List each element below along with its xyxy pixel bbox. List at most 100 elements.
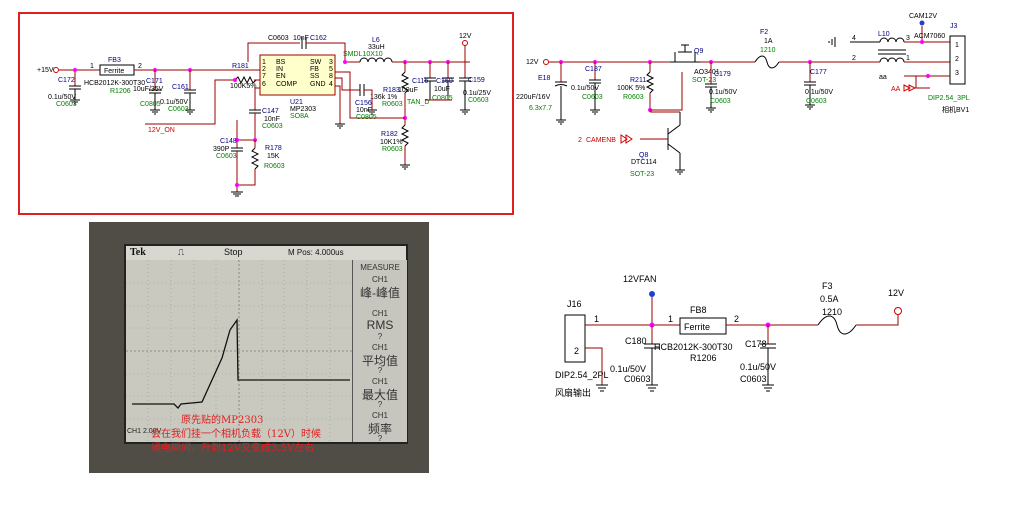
measure-value: ? — [377, 366, 383, 375]
svg-text:SMDL10X10: SMDL10X10 — [343, 51, 383, 58]
svg-text:100K5%: 100K5% — [230, 83, 256, 90]
svg-text:2: 2 — [734, 314, 739, 324]
svg-text:AO3401: AO3401 — [694, 69, 720, 76]
svg-text:C156: C156 — [355, 100, 372, 107]
svg-text:相机BV1: 相机BV1 — [942, 105, 969, 114]
ch1-waveform — [132, 317, 350, 409]
svg-text:0.1u/50V: 0.1u/50V — [160, 99, 188, 106]
svg-text:C177: C177 — [810, 69, 827, 76]
svg-text:1: 1 — [90, 63, 94, 70]
svg-text:15K: 15K — [267, 153, 280, 160]
svg-text:10nF: 10nF — [264, 116, 280, 123]
svg-text:10nF: 10nF — [293, 35, 309, 42]
svg-text:L6: L6 — [372, 37, 380, 44]
svg-text:AA: AA — [891, 86, 901, 93]
svg-text:0.1u/50V: 0.1u/50V — [610, 364, 646, 374]
svg-text:10K1%: 10K1% — [380, 139, 403, 146]
u21-pin-in: IN — [276, 66, 283, 73]
svg-text:R0603: R0603 — [382, 101, 403, 108]
u21-pin-num: 5 — [329, 66, 333, 73]
svg-text:F3: F3 — [822, 281, 833, 291]
u21-pin-sw: SW — [310, 59, 322, 66]
svg-text:Ferrite: Ferrite — [104, 68, 124, 75]
measure-ch: CH1 — [371, 377, 388, 386]
svg-text:R1206: R1206 — [110, 88, 131, 95]
svg-text:E18: E18 — [538, 75, 551, 82]
fb3-ref: FB3 — [108, 57, 121, 64]
svg-text:0.1u/25V: 0.1u/25V — [463, 90, 491, 97]
measure-label[interactable]: 最大值 — [361, 388, 398, 402]
scope-brand: Tek — [130, 247, 146, 258]
j3-connector — [949, 35, 966, 85]
svg-text:C0603: C0603 — [168, 106, 189, 113]
svg-text:C172: C172 — [58, 77, 75, 84]
net-12v-fan-out: 12V — [888, 288, 904, 298]
svg-text:0.1u/50V: 0.1u/50V — [709, 89, 737, 96]
svg-text:C0603: C0603 — [624, 374, 651, 384]
svg-text:R178: R178 — [265, 145, 282, 152]
caption-line: 会在我们挂一个相机负载（12V）时候 — [151, 429, 321, 440]
svg-text:C162: C162 — [310, 35, 327, 42]
svg-text:4: 4 — [852, 35, 856, 42]
svg-text:220uF/16V: 220uF/16V — [516, 94, 551, 101]
measure-value: ? — [377, 332, 383, 341]
svg-text:R0603: R0603 — [382, 146, 403, 153]
svg-text:2: 2 — [574, 346, 579, 356]
fan-power-dot — [649, 291, 655, 297]
vin-port-icon — [53, 67, 59, 73]
net-camenb: CAMENB — [586, 137, 616, 144]
measure-label[interactable]: 平均值 — [361, 354, 398, 368]
svg-text:风扇输出: 风扇输出 — [555, 387, 591, 398]
svg-text:R181: R181 — [232, 63, 249, 70]
u21-pin-num: 4 — [329, 81, 333, 88]
measure-ch: CH1 — [371, 343, 388, 352]
caption-line: 通电瞬间，升到12V又变成3.5V左右 — [151, 443, 315, 454]
fan-output-section: 12VFAN J16 1 2 DIP2.54_2PL 风扇输出 C180 0.1… — [555, 274, 904, 398]
svg-text:2: 2 — [578, 137, 582, 144]
u21-pin-ss: SS — [310, 73, 320, 80]
svg-text:aa: aa — [879, 74, 887, 81]
measure-label[interactable]: RMS — [366, 318, 394, 332]
net-12v-cam-in: 12V — [526, 59, 539, 66]
measure-label[interactable]: 频率 — [367, 422, 392, 436]
svg-text:C0805: C0805 — [432, 95, 453, 102]
svg-text:C160: C160 — [436, 78, 453, 85]
measure-label[interactable]: 峰-峰值 — [360, 286, 400, 300]
svg-text:2: 2 — [852, 55, 856, 62]
svg-text:2: 2 — [138, 63, 142, 70]
svg-text:R183: R183 — [383, 87, 400, 94]
u21-pin-num: 7 — [262, 73, 266, 80]
net-vin: +15V — [37, 67, 54, 74]
svg-text:1A: 1A — [764, 38, 773, 45]
fb8-ferrite — [679, 317, 727, 335]
net-12v: 12V — [459, 33, 472, 40]
svg-text:DTC114: DTC114 — [631, 159, 657, 166]
svg-text:DIP2.54_2PL: DIP2.54_2PL — [555, 370, 609, 380]
svg-text:10nF: 10nF — [356, 107, 372, 114]
svg-text:1: 1 — [668, 314, 673, 324]
fan-vout-port-icon — [894, 307, 902, 315]
svg-text:C171: C171 — [146, 78, 163, 85]
u21-pin-num: 8 — [329, 73, 333, 80]
svg-text:DIP2.54_3PL: DIP2.54_3PL — [928, 95, 970, 102]
highlight-border — [18, 12, 514, 215]
u21-ic — [259, 54, 336, 96]
j16-connector — [564, 314, 586, 363]
scope-status-bar: Tek ⎍ Stop M Pos: 4.000us — [126, 246, 406, 260]
svg-text:C179: C179 — [714, 71, 731, 78]
j3-pin-2: 2 — [955, 56, 959, 63]
svg-text:Ferrite: Ferrite — [684, 322, 710, 332]
svg-text:C0603: C0603 — [582, 94, 603, 101]
svg-text:C0603: C0603 — [740, 374, 767, 384]
svg-text:C0603: C0603 — [806, 98, 827, 105]
u21-pin-num: 6 — [262, 81, 266, 88]
svg-text:1: 1 — [906, 55, 910, 62]
measure-ch: CH1 — [371, 275, 388, 284]
svg-text:0.1u/50V: 0.1u/50V — [805, 89, 833, 96]
scope-graticule — [126, 260, 352, 442]
svg-text:SO8A: SO8A — [290, 113, 309, 120]
u21-pin-num: 1 — [262, 59, 266, 66]
svg-text:C0603: C0603 — [56, 101, 77, 108]
